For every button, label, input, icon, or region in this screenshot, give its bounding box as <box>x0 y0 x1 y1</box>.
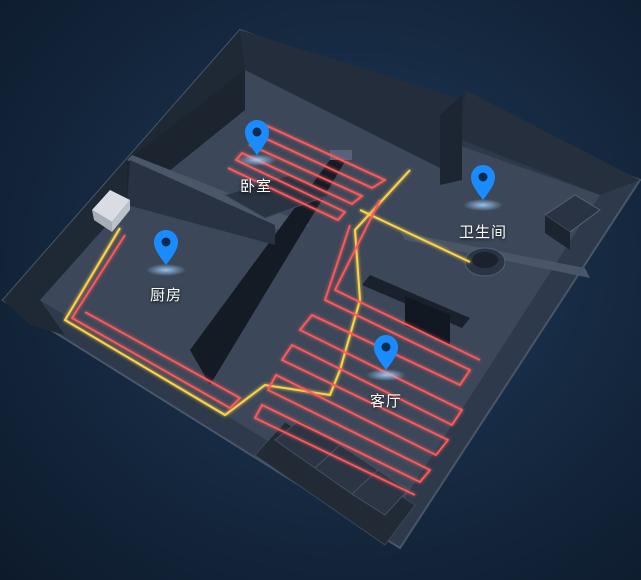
wall-kitchen-living-top <box>330 150 352 160</box>
outer-wall-right <box>462 90 640 195</box>
wall-kitchen-back <box>127 160 275 245</box>
wall-bathroom-left <box>440 95 462 185</box>
heating-loop-living-return <box>333 199 481 361</box>
location-pin-icon <box>237 120 277 166</box>
outer-wall-top <box>240 30 465 178</box>
tv-cabinet-icon <box>362 275 470 345</box>
supply-pipe-branch <box>359 209 471 263</box>
room-label-living-room: 客厅 <box>370 392 403 410</box>
location-pin-icon <box>463 165 503 211</box>
boiler-icon <box>92 190 130 232</box>
sink-icon <box>544 194 601 250</box>
heating-loop-kitchen <box>70 234 242 410</box>
toilet-icon <box>464 247 506 277</box>
room-label-bathroom: 卫生间 <box>459 223 508 241</box>
room-label-kitchen: 厨房 <box>150 286 183 304</box>
bed-icon <box>223 174 332 219</box>
room-label-bedroom: 卧室 <box>240 177 273 195</box>
supply-pipe <box>63 169 411 417</box>
heating-loop-living <box>253 224 472 496</box>
heating-loop-bedroom <box>227 124 387 222</box>
outer-wall-left <box>3 30 245 335</box>
location-pin-icon <box>146 230 186 276</box>
wall-kitchen-living <box>190 150 352 385</box>
location-pin-icon <box>366 335 406 381</box>
